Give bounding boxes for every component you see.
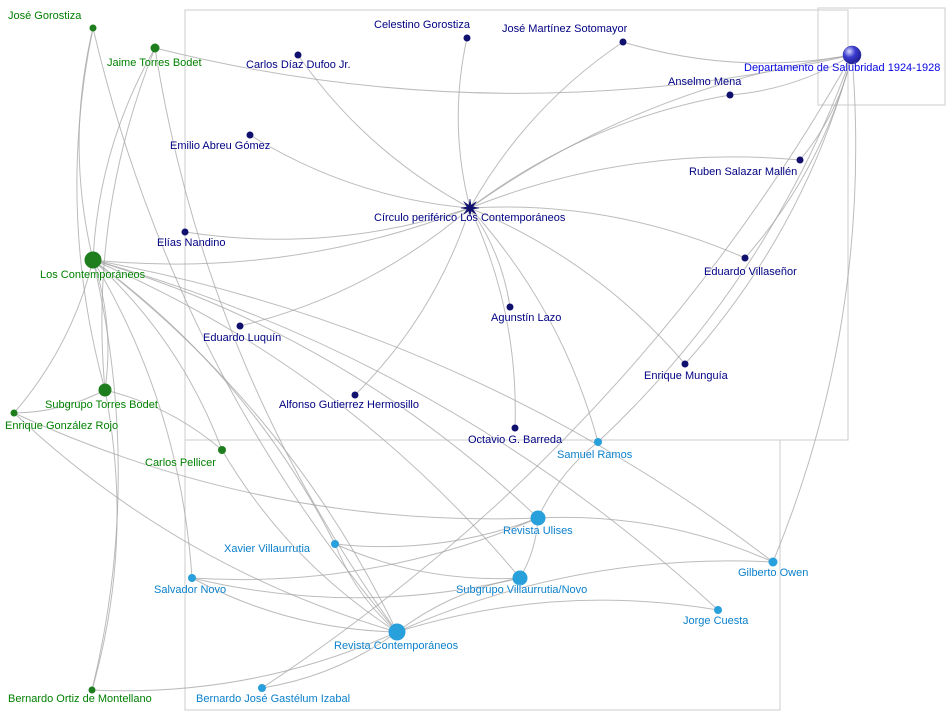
node-jorge_cuesta[interactable] [714,606,722,614]
node-ruben_salazar_mallen[interactable] [796,156,804,164]
node-carlos_pellicer[interactable] [218,446,226,454]
edge-circulo_periferico--samuel_ramos [469,207,599,443]
edge-los_contemporaneos--carlos_pellicer [92,259,223,451]
edge-revista_contemporaneos--enrique_gonzalez_rojo [13,412,398,633]
edge-circulo_periferico--celestino_gorostiza [457,37,471,209]
edge-los_contemporaneos--bernardo_ortiz [91,259,119,691]
edge-revista_ulises--subgrupo_villaurrutia_novo [519,517,539,579]
node-elias_nandino[interactable] [181,228,189,236]
edge-circulo_periferico--agustin_lazo [469,207,511,308]
edge-circulo_periferico--anselmo_mena [469,94,731,209]
edge-revista_ulises--salvador_novo [191,517,539,581]
edge-departamento_salubridad--samuel_ramos [597,54,853,443]
edge-revista_ulises--samuel_ramos [537,441,599,519]
edge-revista_ulises--gilberto_owen [537,516,774,563]
node-agustin_lazo[interactable] [506,303,514,311]
node-jose_martinez_sotomayor[interactable] [619,38,627,46]
edge-subgrupo_torres_bodet--carlos_pellicer [104,389,223,451]
edge-circulo_periferico--eduardo_villasenor [469,206,746,259]
edge-departamento_salubridad--ruben_salazar_mallen [799,54,853,161]
edge-circulo_periferico--departamento_salubridad [469,54,853,209]
node-enrique_munguia[interactable] [681,360,689,368]
edge-los_contemporaneos--xavier_villaurrutia [92,259,336,545]
edge-los_contemporaneos--revista_contemporaneos [92,259,398,633]
edge-departamento_salubridad--enrique_munguia [684,54,853,365]
edge-revista_contemporaneos--carlos_pellicer [221,449,398,633]
edge-departamento_salubridad--anselmo_mena [729,54,853,96]
edge-los_contemporaneos--salvador_novo [92,259,193,579]
node-revista_contemporaneos[interactable] [388,623,406,641]
edge-subgrupo_torres_bodet--jaime_torres_bodet [101,47,156,391]
edge-departamento_salubridad--gilberto_owen [772,54,857,563]
edge-subgrupo_torres_bodet--enrique_gonzalez_rojo [13,389,106,414]
node-bernardo_gastelum[interactable] [258,684,266,692]
edge-circulo_periferico--los_contemporaneos [92,207,471,265]
edge-revista_contemporaneos--jorge_cuesta [396,599,719,633]
node-xavier_villaurrutia[interactable] [331,540,339,548]
node-samuel_ramos[interactable] [594,438,602,446]
node-celestino_gorostiza[interactable] [463,34,471,42]
edge-circulo_periferico--elias_nandino [184,207,471,240]
edge-subgrupo_torres_bodet--jose_gorostiza [76,27,106,391]
node-salvador_novo[interactable] [188,574,196,582]
edge-los_contemporaneos--jorge_cuesta [92,259,719,611]
edge-circulo_periferico--carlos_diaz_dufoo [297,54,471,209]
node-anselmo_mena[interactable] [726,91,734,99]
node-jose_gorostiza[interactable] [89,24,97,32]
edge-revista_contemporaneos--salvador_novo [191,577,398,633]
edge-los_contemporaneos--gilberto_owen [92,259,774,563]
edge-revista_contemporaneos--xavier_villaurrutia [334,543,398,633]
edge-revista_contemporaneos--jose_gorostiza [92,27,398,633]
node-octavio_barreda[interactable] [511,424,519,432]
edge-los_contemporaneos--revista_ulises [92,259,539,519]
node-circulo_periferico[interactable] [460,198,480,218]
node-departamento_salubridad[interactable] [842,45,862,65]
node-gilberto_owen[interactable] [768,557,778,567]
node-emilio_abreu_gomez[interactable] [246,131,254,139]
edge-revista_contemporaneos--gilberto_owen [396,560,774,633]
node-bernardo_ortiz[interactable] [88,686,96,694]
edge-circulo_periferico--ruben_salazar_mallen [469,156,801,209]
edge-circulo_periferico--jose_martinez_sotomayor [469,41,624,209]
node-enrique_gonzalez_rojo[interactable] [10,409,18,417]
node-eduardo_luquin[interactable] [236,322,244,330]
cluster-box-2 [817,7,946,106]
node-subgrupo_torres_bodet[interactable] [98,383,112,397]
edge-subgrupo_villaurrutia_novo--salvador_novo [191,577,521,599]
edge-subgrupo_villaurrutia_novo--xavier_villaurrutia [334,543,521,580]
edge-departamento_salubridad--eduardo_villasenor [744,54,853,259]
edge-revista_contemporaneos--bernardo_ortiz [91,631,398,692]
edge-los_contemporaneos--subgrupo_villaurrutia_novo [92,259,521,579]
node-los_contemporaneos[interactable] [84,251,102,269]
edge-circulo_periferico--emilio_abreu_gomez [249,134,471,209]
cluster-box-1 [184,439,781,711]
edge-los_contemporaneos--subgrupo_torres_bodet [92,259,109,391]
edge-circulo_periferico--enrique_munguia [469,207,686,365]
edge-los_contemporaneos--enrique_gonzalez_rojo [13,259,94,414]
edge-circulo_periferico--alfonso_gutierrez [354,207,471,396]
node-alfonso_gutierrez[interactable] [351,391,359,399]
edge-los_contemporaneos--jose_gorostiza [78,27,94,261]
edge-revista_contemporaneos--bernardo_gastelum [261,631,398,689]
edge-subgrupo_torres_bodet--bernardo_ortiz [91,389,118,691]
edge-revista_ulises--xavier_villaurrutia [334,517,539,548]
node-eduardo_villasenor[interactable] [741,254,749,262]
edge-circulo_periferico--octavio_barreda [469,207,516,429]
node-revista_ulises[interactable] [530,510,546,526]
edge-los_contemporaneos--jaime_torres_bodet [92,47,156,261]
edge-revista_contemporaneos--subgrupo_villaurrutia_novo [396,577,521,633]
node-subgrupo_villaurrutia_novo[interactable] [512,570,528,586]
node-jaime_torres_bodet[interactable] [150,43,160,53]
edge-departamento_salubridad--bernardo_gastelum [261,54,853,689]
edge-revista_ulises--enrique_gonzalez_rojo [13,412,539,520]
node-carlos_diaz_dufoo[interactable] [294,51,302,59]
edge-departamento_salubridad--jose_martinez_sotomayor [622,41,853,64]
edge-circulo_periferico--eduardo_luquin [239,207,471,327]
edge-revista_contemporaneos--jaime_torres_bodet [154,47,398,633]
edge-departamento_salubridad--jaime_torres_bodet [154,47,853,94]
